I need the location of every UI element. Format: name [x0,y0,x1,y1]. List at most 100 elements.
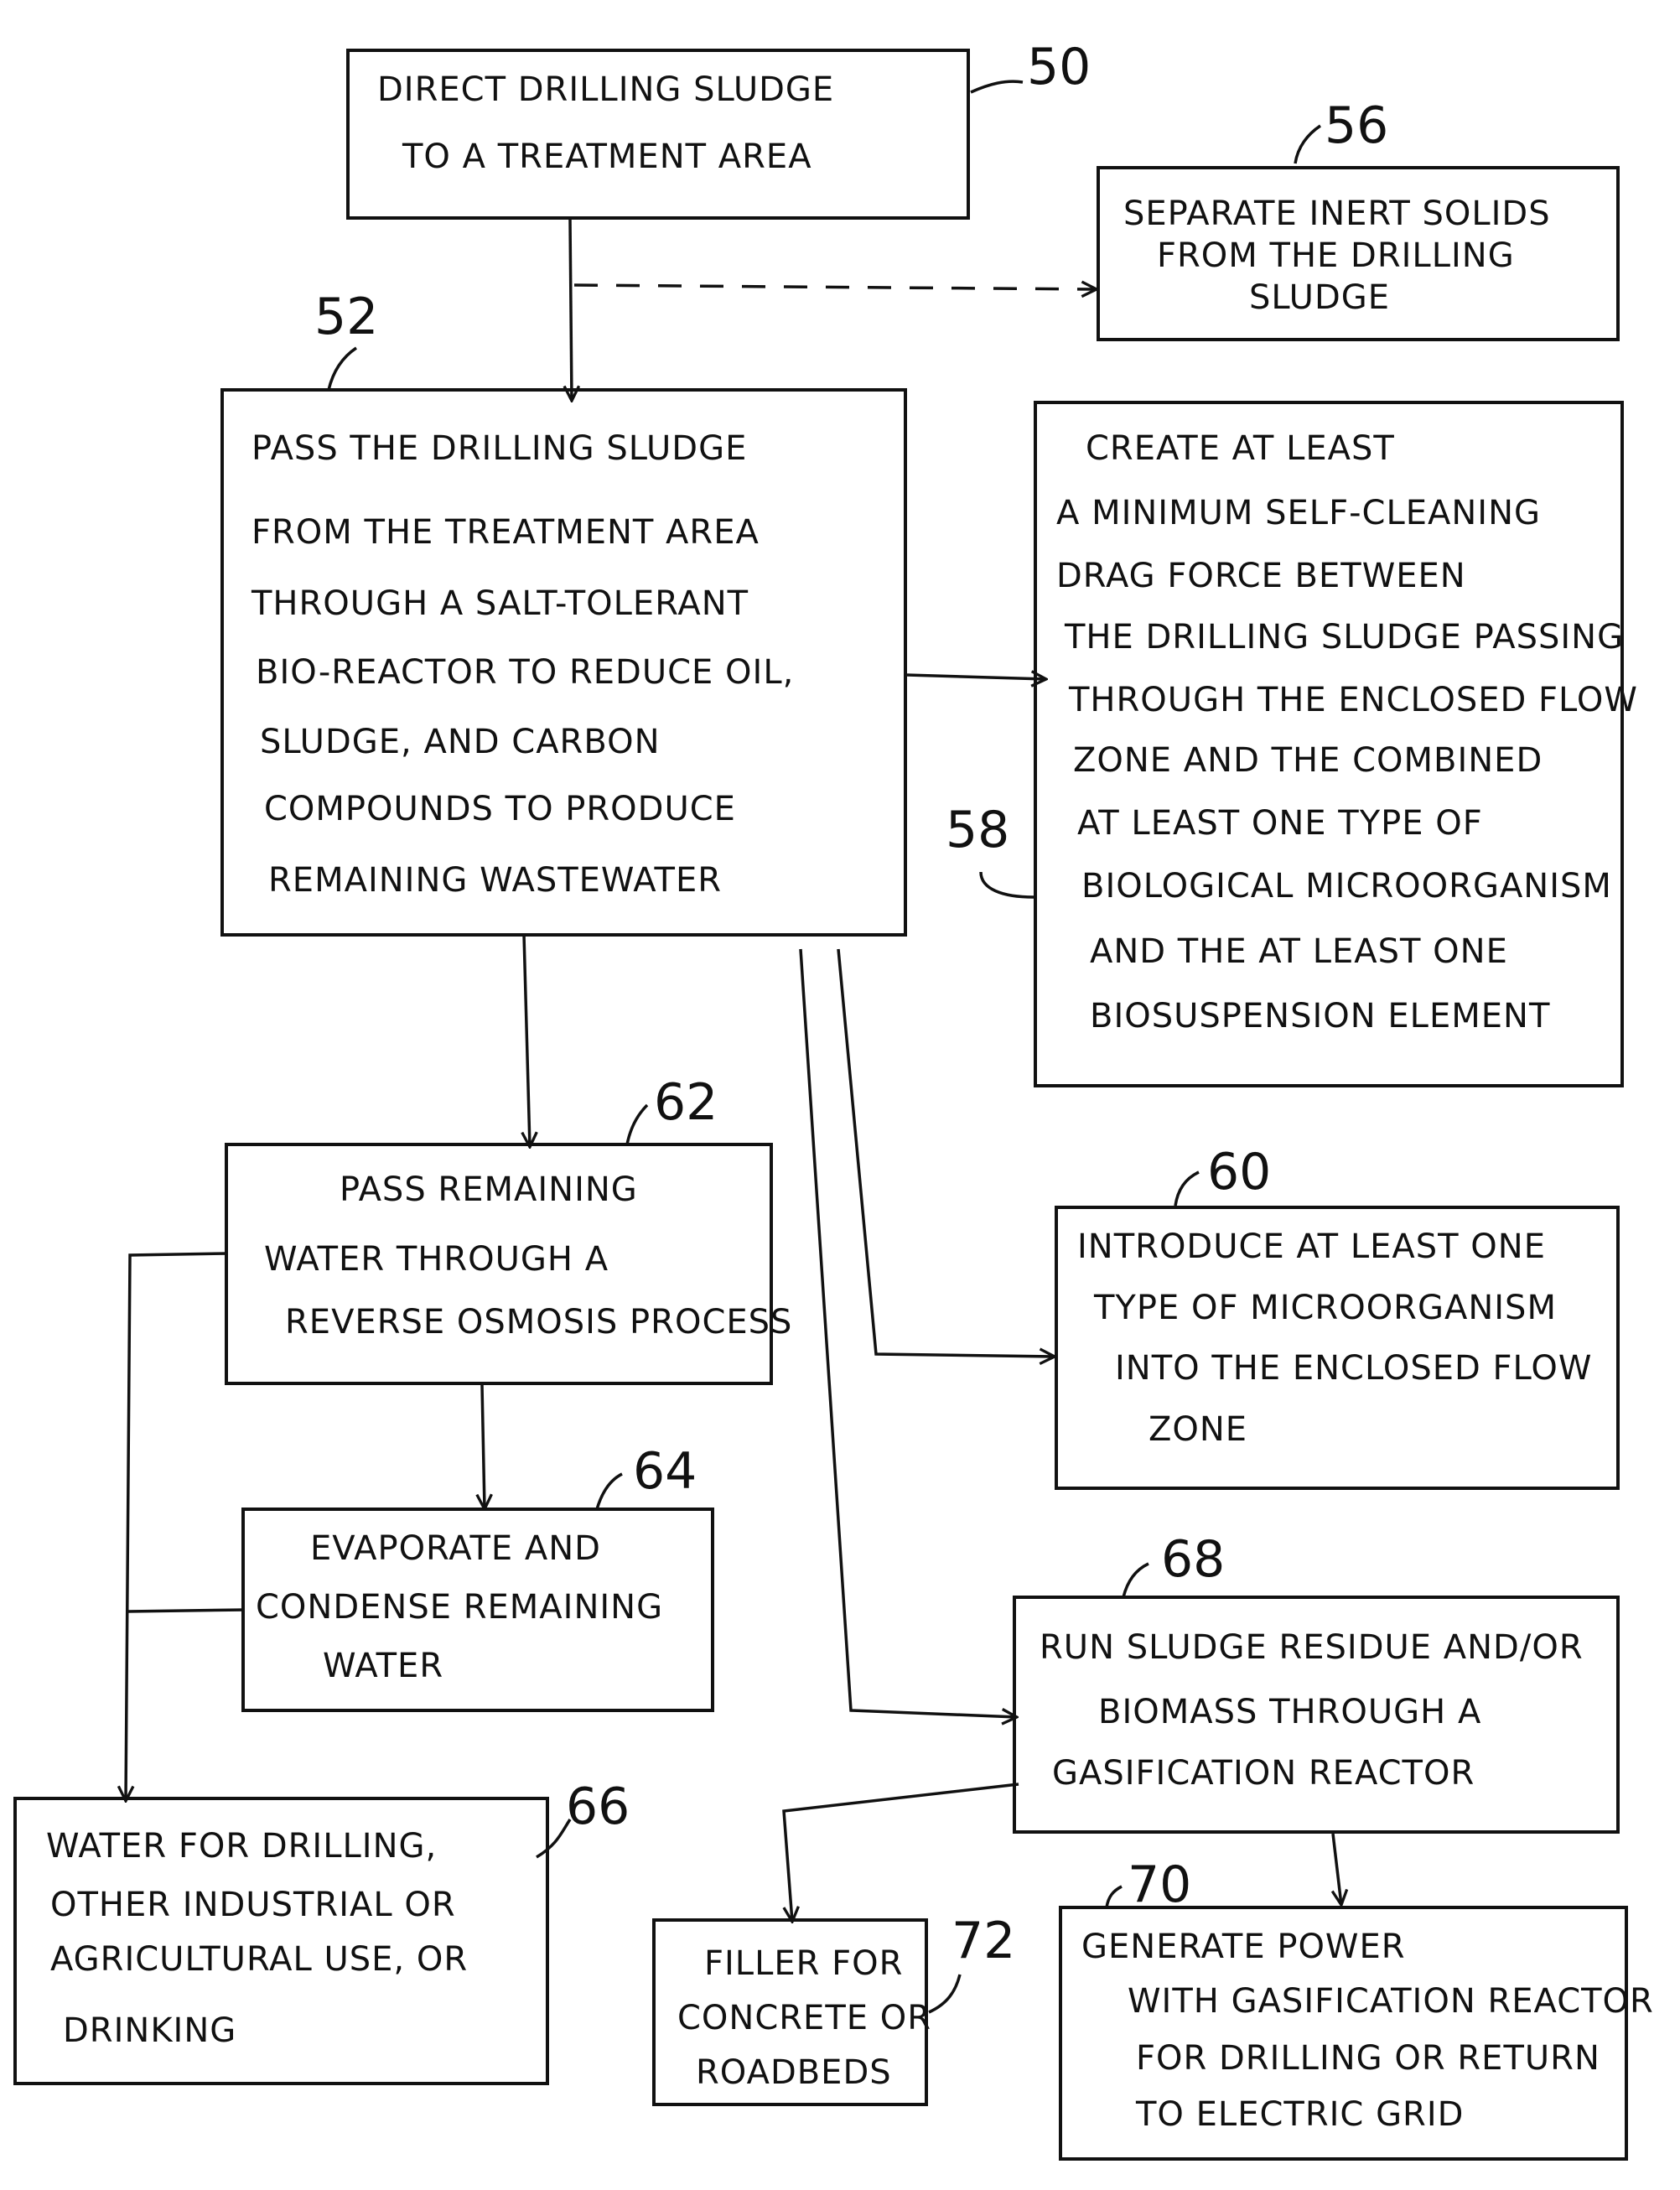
box-52-line-6: COMPOUNDS TO PRODUCE [264,790,736,828]
box-52: PASS THE DRILLING SLUDGE FROM THE TREATM… [222,390,905,935]
box-62: PASS REMAINING WATER THROUGH A REVERSE O… [226,1144,792,1383]
box-64-line-1: EVAPORATE AND [310,1529,601,1568]
box-68: RUN SLUDGE RESIDUE AND/OR BIOMASS THROUG… [1014,1597,1618,1832]
box-50: DIRECT DRILLING SLUDGE TO A TREATMENT AR… [348,50,968,218]
box-52-line-7: REMAINING WASTEWATER [268,861,722,900]
box-68-line-3: GASIFICATION REACTOR [1052,1754,1475,1793]
ref-72: 72 [929,1912,1015,2012]
box-50-line-1: DIRECT DRILLING SLUDGE [377,70,834,109]
box-62-line-2: WATER THROUGH A [264,1240,609,1279]
ref-64-label: 64 [633,1442,697,1501]
box-58-line-4: THE DRILLING SLUDGE PASSING [1064,618,1624,656]
box-70-line-2: WITH GASIFICATION REACTOR [1128,1982,1654,2021]
ref-60: 60 [1175,1143,1271,1206]
box-58-line-9: AND THE AT LEAST ONE [1090,932,1508,971]
ref-66-label: 66 [566,1777,630,1836]
arrow-52-to-68 [801,949,1017,1717]
ref-60-label: 60 [1207,1143,1271,1201]
box-66: WATER FOR DRILLING, OTHER INDUSTRIAL OR … [15,1798,547,2084]
box-72-line-2: CONCRETE OR [677,1999,931,2037]
box-58: CREATE AT LEAST A MINIMUM SELF-CLEANING … [1035,402,1638,1086]
box-72-line-3: ROADBEDS [696,2053,892,2092]
box-52-line-5: SLUDGE, AND CARBON [260,723,661,761]
box-58-line-8: BIOLOGICAL MICROORGANISM [1081,867,1612,906]
ref-56-label: 56 [1325,96,1388,155]
box-66-line-3: AGRICULTURAL USE, OR [50,1940,468,1979]
box-70: GENERATE POWER WITH GASIFICATION REACTOR… [1060,1907,1654,2159]
box-60-line-3: INTO THE ENCLOSED FLOW [1115,1349,1592,1388]
leader-70 [1107,1886,1122,1907]
box-70-line-3: FOR DRILLING OR RETURN [1136,2039,1600,2078]
box-70-line-1: GENERATE POWER [1081,1928,1406,1966]
box-64: EVAPORATE AND CONDENSE REMAINING WATER [243,1509,713,1710]
arrow-68-to-72 [784,1784,1019,1922]
leader-72 [929,1975,960,2012]
box-52-line-1: PASS THE DRILLING SLUDGE [251,429,747,468]
box-72: FILLER FOR CONCRETE OR ROADBEDS [654,1920,931,2104]
box-60-line-2: TYPE OF MICROORGANISM [1093,1289,1557,1327]
box-56-line-2: FROM THE DRILLING [1157,236,1515,275]
ref-70-label: 70 [1128,1855,1191,1914]
box-64-line-3: WATER [323,1647,443,1685]
box-52-line-2: FROM THE TREATMENT AREA [251,513,760,552]
ref-58: 58 [946,801,1034,897]
arrow-62-to-64 [482,1385,485,1509]
box-56-line-1: SEPARATE INERT SOLIDS [1123,195,1551,233]
leader-62 [627,1105,647,1144]
leader-56 [1295,126,1320,163]
arrow-52-to-62 [524,935,530,1147]
box-70-line-4: TO ELECTRIC GRID [1135,2095,1464,2134]
ref-62-label: 62 [654,1073,718,1132]
ref-64: 64 [597,1442,697,1509]
arrow-52-to-60 [838,949,1055,1357]
ref-52: 52 [314,288,378,390]
ref-52-label: 52 [314,288,378,346]
leader-58 [981,872,1034,897]
ref-68-label: 68 [1161,1530,1225,1589]
leader-68 [1123,1564,1149,1597]
leader-66 [537,1819,570,1857]
ref-66: 66 [537,1777,630,1857]
box-58-line-7: AT LEAST ONE TYPE OF [1077,804,1483,843]
box-60-line-4: ZONE [1149,1410,1247,1449]
leader-50 [971,81,1023,92]
box-64-line-2: CONDENSE REMAINING [256,1588,663,1627]
box-56: SEPARATE INERT SOLIDS FROM THE DRILLING … [1098,168,1618,340]
ref-72-label: 72 [951,1912,1015,1970]
box-68-line-1: RUN SLUDGE RESIDUE AND/OR [1040,1628,1584,1667]
box-58-line-3: DRAG FORCE BETWEEN [1056,557,1466,595]
box-56-line-3: SLUDGE [1249,278,1390,317]
box-72-line-1: FILLER FOR [704,1944,903,1983]
arrow-50-to-52 [570,220,572,401]
box-60-line-1: INTRODUCE AT LEAST ONE [1077,1227,1546,1266]
ref-50: 50 [971,38,1091,96]
ref-62: 62 [627,1073,718,1144]
dashed-arrow-to-56 [574,285,1097,289]
box-58-line-10: BIOSUSPENSION ELEMENT [1090,997,1550,1035]
leader-52 [329,348,356,390]
box-66-line-4: DRINKING [63,2011,236,2050]
box-62-line-1: PASS REMAINING [340,1170,638,1209]
box-68-line-2: BIOMASS THROUGH A [1098,1693,1481,1731]
arrow-52-to-58 [907,675,1046,679]
box-58-line-5: THROUGH THE ENCLOSED FLOW [1068,681,1638,719]
line-64-tap [127,1610,245,1611]
box-58-line-2: A MINIMUM SELF-CLEANING [1056,494,1541,532]
ref-68: 68 [1123,1530,1225,1597]
line-62-to-66 [126,1253,228,1801]
box-50-line-2: TO A TREATMENT AREA [402,138,812,176]
box-58-line-6: ZONE AND THE COMBINED [1073,741,1543,780]
arrow-68-to-70 [1333,1834,1341,1905]
box-52-line-3: THROUGH A SALT-TOLERANT [251,584,749,623]
leader-64 [597,1474,622,1509]
ref-58-label: 58 [946,801,1009,859]
box-66-line-1: WATER FOR DRILLING, [46,1827,437,1866]
ref-50-label: 50 [1027,38,1091,96]
box-62-line-3: REVERSE OSMOSIS PROCESS [285,1303,792,1342]
box-52-line-4: BIO-REACTOR TO REDUCE OIL, [256,653,794,692]
leader-60 [1175,1172,1199,1206]
ref-56: 56 [1295,96,1388,163]
box-58-line-1: CREATE AT LEAST [1086,429,1395,468]
box-60: INTRODUCE AT LEAST ONE TYPE OF MICROORGA… [1056,1207,1618,1488]
